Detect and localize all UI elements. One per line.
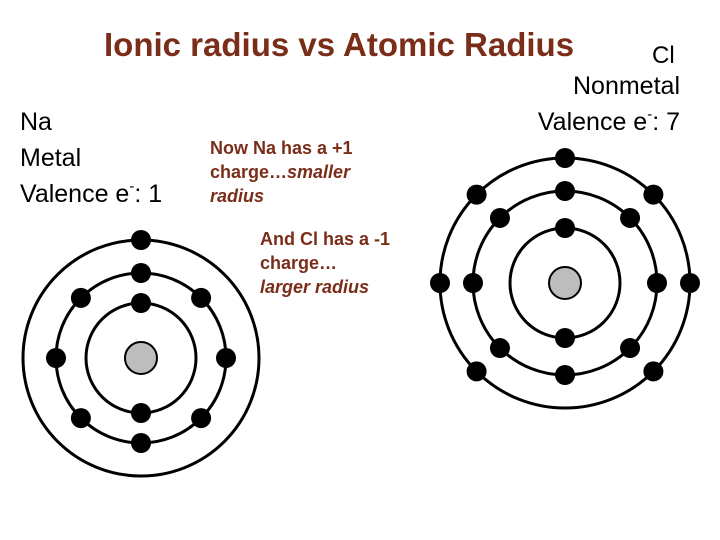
chlorine-ion-note: And Cl has a -1 charge… larger radius — [260, 227, 390, 299]
chlorine-valence: Valence e-: 7 — [538, 104, 680, 140]
chlorine-valence-suffix: : 7 — [652, 108, 680, 136]
sodium-electron-shell2-3 — [216, 348, 236, 368]
sodium-electron-shell2-2 — [191, 287, 212, 308]
chlorine-electron-shell3-3 — [680, 273, 700, 293]
chlorine-electron-shell2-4 — [620, 338, 641, 359]
sodium-valence: Valence e-: 1 — [20, 176, 162, 212]
sodium-electron-shell2-4 — [191, 408, 212, 429]
chlorine-note-line3: larger radius — [260, 275, 390, 299]
chlorine-note-line3-emphasis: larger radius — [260, 277, 370, 297]
sodium-ion-note: Now Na has a +1 charge…smaller radius — [210, 136, 353, 208]
chlorine-electron-shell1-2 — [555, 328, 575, 348]
sodium-label-block: Na Metal Valence e-: 1 — [20, 104, 162, 212]
sodium-note-line1: Now Na has a +1 — [210, 138, 353, 158]
chlorine-electron-shell1-1 — [555, 218, 575, 238]
sodium-note-line2-prefix: charge… — [210, 162, 288, 182]
sodium-note-line2: charge…smaller — [210, 160, 353, 184]
sodium-electron-shell2-1 — [131, 263, 151, 283]
chlorine-electron-shell2-6 — [489, 338, 510, 359]
sodium-nucleus — [124, 341, 158, 375]
sodium-atom — [21, 230, 261, 478]
chlorine-electron-shell2-2 — [620, 207, 641, 228]
chlorine-valence-prefix: Valence e — [537, 108, 648, 136]
chlorine-electron-shell2-8 — [489, 207, 510, 228]
sodium-valence-prefix: Valence e — [20, 180, 130, 208]
chlorine-electron-shell3-2 — [643, 184, 664, 205]
chlorine-note-line2: charge… — [260, 253, 338, 273]
chlorine-valence-superscript: - — [647, 105, 653, 123]
sodium-electron-shell3-1 — [131, 230, 151, 250]
chlorine-electron-shell3-1 — [555, 148, 575, 168]
chlorine-electron-shell3-7 — [466, 184, 487, 205]
sodium-valence-suffix: : 1 — [134, 180, 163, 208]
chlorine-type: Nonmetal — [573, 72, 680, 100]
chlorine-electron-shell3-4 — [643, 361, 664, 382]
chlorine-electron-shell2-7 — [463, 273, 483, 293]
sodium-electron-shell2-6 — [70, 408, 91, 429]
sodium-valence-superscript: - — [129, 177, 135, 195]
chlorine-nucleus — [548, 266, 582, 300]
chlorine-electron-shell2-1 — [555, 181, 575, 201]
sodium-note-line3: radius — [210, 184, 353, 208]
chlorine-electron-shell2-5 — [555, 365, 575, 385]
sodium-note-line2-emphasis: smaller — [287, 162, 351, 182]
chlorine-label-block: Nonmetal Valence e-: 7 — [538, 68, 680, 140]
chlorine-electron-shell3-6 — [430, 273, 450, 293]
chlorine-atom — [430, 148, 700, 410]
page-title: Ionic radius vs Atomic Radius — [104, 26, 575, 63]
sodium-electron-shell2-7 — [46, 348, 66, 368]
chlorine-symbol: Cl — [652, 42, 675, 69]
sodium-electron-shell1-2 — [131, 403, 151, 423]
chlorine-electron-shell3-5 — [466, 361, 487, 382]
sodium-type: Metal — [20, 144, 82, 172]
sodium-note-line3-emphasis: radius — [210, 186, 265, 206]
sodium-symbol: Na — [20, 108, 52, 136]
sodium-electron-shell2-5 — [131, 433, 151, 453]
chlorine-electron-shell2-3 — [647, 273, 667, 293]
chlorine-note-line1: And Cl has a -1 — [260, 229, 391, 249]
sodium-electron-shell2-8 — [70, 287, 91, 308]
sodium-electron-shell1-1 — [131, 293, 151, 313]
